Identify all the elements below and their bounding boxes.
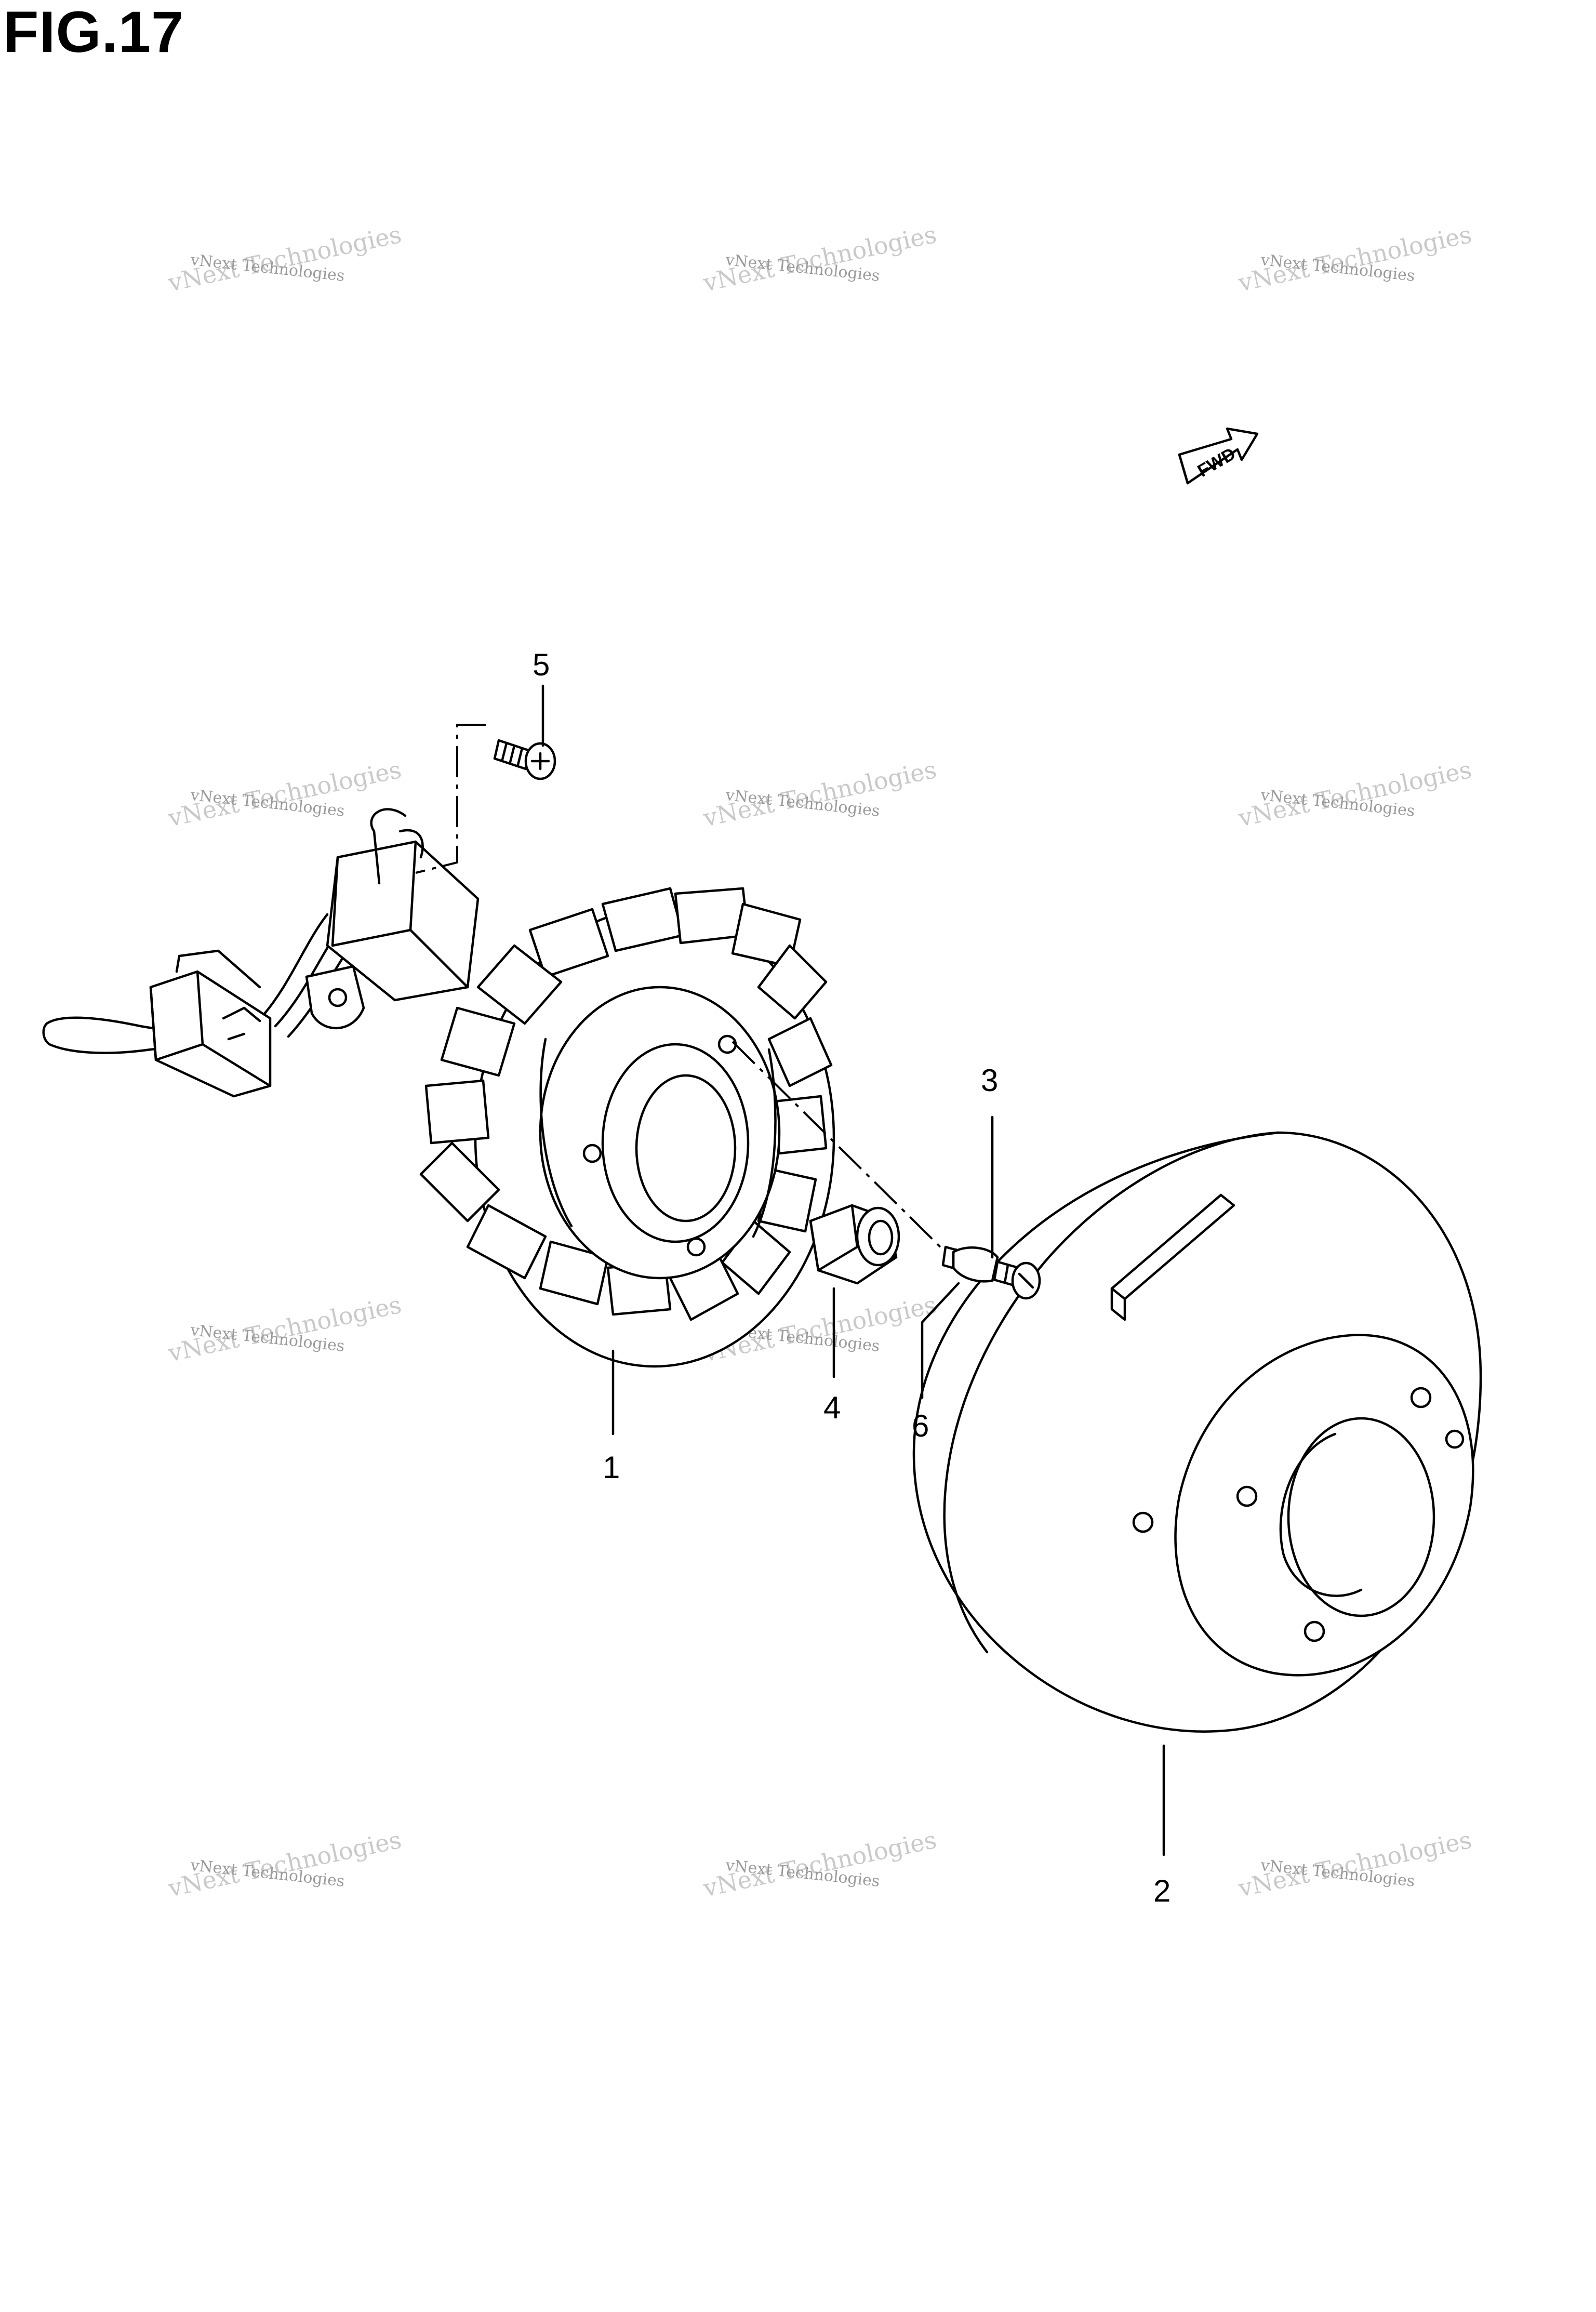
watermark: vNext Technologies vNext Technologies	[1235, 755, 1474, 832]
watermark: vNext Technologies vNext Technologies	[165, 755, 404, 832]
watermark: vNext Technologies vNext Technologies	[165, 1826, 404, 1903]
assembly-lines	[415, 724, 947, 1253]
key-part-6	[952, 1246, 999, 1283]
stator-part	[42, 808, 835, 1368]
watermark: vNext Technologies vNext Technologies	[165, 220, 404, 297]
figure-title: FIG.17	[3, 0, 184, 64]
fwd-arrow-icon: FWD	[1178, 427, 1259, 485]
screw-part-5	[493, 739, 556, 780]
watermark: vNext Technologies vNext Technologies	[700, 755, 939, 832]
callout-4: 4	[823, 1390, 841, 1425]
stator-windings	[419, 887, 833, 1321]
watermark: vNext Technologies vNext Technologies	[1235, 1826, 1474, 1903]
callout-1: 1	[603, 1450, 620, 1485]
nut-part-4	[809, 1204, 900, 1285]
callouts: 1 2 3 4 5 6	[533, 647, 1171, 1908]
callout-2: 2	[1153, 1873, 1171, 1908]
watermark: vNext Technologies vNext Technologies	[700, 1826, 939, 1903]
watermark: vNext Technologies vNext Technologies	[700, 220, 939, 297]
watermark: vNext Technologies vNext Technologies	[165, 1291, 404, 1367]
callout-5: 5	[533, 647, 550, 682]
callout-3: 3	[981, 1063, 998, 1098]
watermark: vNext Technologies vNext Technologies	[1235, 220, 1474, 297]
callout-6: 6	[912, 1409, 929, 1443]
rotor-part	[912, 1131, 1482, 1733]
